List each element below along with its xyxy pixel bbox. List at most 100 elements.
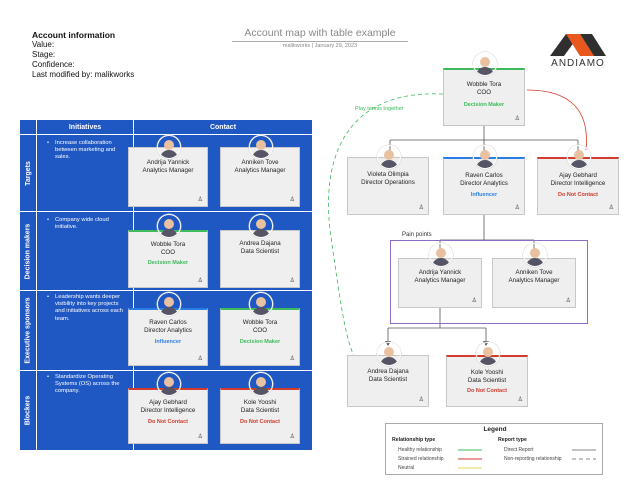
strained-relationship-line <box>526 89 587 151</box>
person-icon: ♙ <box>517 397 523 403</box>
node-role: Data Scientist <box>368 375 408 383</box>
person-icon: ♙ <box>197 434 203 440</box>
person-icon: ♙ <box>608 205 614 211</box>
legend-item: Non-reporting relationship <box>504 456 562 462</box>
node-name: Wobble Tora <box>466 81 502 88</box>
node-role: Data Scientist <box>467 376 507 384</box>
row-label-decision-makers: Decision makers <box>20 212 36 290</box>
table-corner <box>20 120 36 134</box>
logo-text: ANDIAMO <box>551 58 605 69</box>
account-info: Account information Value: Stage: Confid… <box>32 30 134 80</box>
contact-name: Kole Yooshi <box>243 399 277 406</box>
contact-card[interactable]: Andrija Yannick Analytics Manager ♙ <box>128 147 208 207</box>
node-role: Director Intelligence <box>550 179 606 187</box>
legend-item: Direct Report <box>504 447 534 453</box>
page-subtitle: malikworks | January 29, 2023 <box>282 43 358 49</box>
contact-name: Wobble Tora <box>242 319 278 326</box>
avatar <box>249 135 273 159</box>
account-confidence: Confidence: <box>32 60 75 69</box>
contact-card[interactable]: Wobble Tora COO Decision Maker ♙ <box>220 308 300 366</box>
node-role: Analytics Manager <box>414 276 466 284</box>
node-role: Director Operations <box>361 178 415 186</box>
avatar <box>157 372 181 396</box>
node-name: Ajay Gebhard <box>559 172 597 179</box>
node-name: Raven Carlos <box>465 172 503 179</box>
legend-item: Neutral <box>398 465 415 471</box>
contact-card[interactable]: Raven Carlos Director Analytics Influenc… <box>128 308 208 366</box>
avatar <box>476 342 500 366</box>
pain-points-label: Pain points <box>400 232 434 238</box>
legend: Legend Relationship type Report type Hea… <box>385 423 603 475</box>
initiative-cell-targets: Increase collaboration between marketing… <box>37 135 133 211</box>
status-badge: Influencer <box>154 339 182 345</box>
contact-role: Data Scientist <box>240 406 280 414</box>
avatar <box>157 135 181 159</box>
node-name: Kole Yooshi <box>470 369 504 376</box>
col-header-initiatives: Initiatives <box>37 120 133 134</box>
contact-name: Andrija Yannick <box>146 159 190 166</box>
avatar <box>157 292 181 316</box>
person-icon: ♙ <box>289 356 295 362</box>
contact-role: Analytics Manager <box>142 166 194 174</box>
node-name: Andrija Yannick <box>418 269 462 276</box>
contact-role: COO <box>160 248 176 256</box>
col-header-contact: Contact <box>134 120 312 134</box>
contact-role: COO <box>252 326 268 334</box>
contact-card[interactable]: Kole Yooshi Data Scientist Do Not Contac… <box>220 388 300 444</box>
legend-title: Legend <box>483 426 507 433</box>
avatar <box>473 145 497 169</box>
person-icon: ♙ <box>289 434 295 440</box>
person-icon: ♙ <box>565 298 571 304</box>
account-last-modified: Last modified by: malikworks <box>32 70 135 79</box>
node-name: Anniken Tove <box>515 269 553 276</box>
status-badge: Decision Maker <box>239 339 281 345</box>
person-icon: ♙ <box>471 298 477 304</box>
node-role: Analytics Manager <box>508 276 560 284</box>
contact-role: Director Intelligence <box>140 406 196 414</box>
initiative-item: Standardize Operating Systems (OS) acros… <box>47 374 125 396</box>
account-value: Value: <box>32 40 55 49</box>
node-role: COO <box>476 88 492 96</box>
person-icon: ♙ <box>514 116 520 122</box>
legend-report-header: Report type <box>498 437 527 443</box>
node-name: Andrea Dajana <box>367 368 409 375</box>
contact-name: Ajay Gebhard <box>149 399 187 406</box>
avatar <box>567 145 591 169</box>
contact-role: Data Scientist <box>240 247 280 255</box>
row-label-blockers: Blockers <box>20 371 36 450</box>
row-label-executive-sponsors: Executive sponsors <box>20 291 36 370</box>
contact-card[interactable]: Wobble Tora COO Decision Maker ♙ <box>128 230 208 288</box>
annotation-play-tennis: Play tennis together <box>355 106 404 112</box>
status-badge: Influencer <box>470 192 498 198</box>
avatar <box>523 243 547 267</box>
initiative-cell-blockers: Standardize Operating Systems (OS) acros… <box>37 371 133 450</box>
contact-name: Andrea Dajana <box>239 240 281 247</box>
title-divider <box>232 41 408 42</box>
page-title: Account map with table example <box>244 27 396 39</box>
avatar <box>249 372 273 396</box>
status-badge: Do Not Contact <box>466 388 508 394</box>
avatar <box>377 145 401 169</box>
contact-name: Anniken Tove <box>241 159 279 166</box>
node-role: Director Analytics <box>460 179 508 187</box>
pain-points-group <box>390 240 588 324</box>
contact-role: Director Analytics <box>144 326 192 334</box>
account-info-title: Account information <box>32 30 116 40</box>
person-icon: ♙ <box>197 356 203 362</box>
initiative-item: Leadership wants deeper visibility into … <box>47 294 125 323</box>
person-icon: ♙ <box>289 278 295 284</box>
legend-swatches <box>458 449 596 469</box>
initiative-cell-decision-makers: Company wide cloud initiative. <box>37 212 133 290</box>
legend-relationship-header: Relationship type <box>392 437 436 443</box>
status-badge: Decision Maker <box>463 102 505 108</box>
legend-item: Healthy relationship <box>398 447 442 453</box>
person-icon: ♙ <box>418 205 424 211</box>
person-icon: ♙ <box>289 197 295 203</box>
initiative-cell-executive-sponsors: Leadership wants deeper visibility into … <box>37 291 133 370</box>
initiative-item: Increase collaboration between marketing… <box>47 140 125 162</box>
andiamo-logo-icon <box>550 34 606 56</box>
contact-card[interactable]: Ajay Gebhard Director Intelligence Do No… <box>128 388 208 444</box>
avatar <box>249 292 273 316</box>
org-node-wobble[interactable]: Wobble Tora COO Decision Maker ♙ <box>443 68 525 126</box>
contact-name: Raven Carlos <box>149 319 187 326</box>
